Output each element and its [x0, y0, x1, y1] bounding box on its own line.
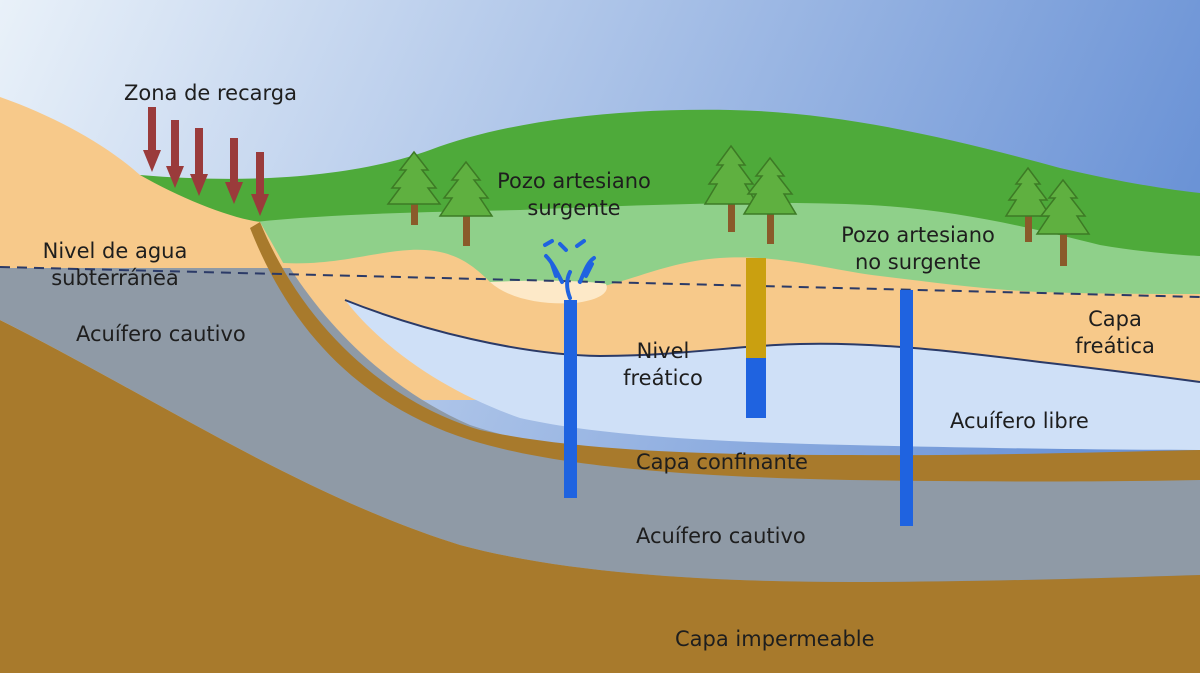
unconfined-aquifer-text: Acuífero libre: [950, 409, 1089, 433]
recharge-zone-label: Zona de recarga: [124, 80, 297, 107]
phreatic-layer-line1: Capa: [1088, 307, 1142, 331]
light-grass-band: [255, 202, 1200, 300]
flowing-well-label: Pozo artesiano surgente: [486, 168, 662, 222]
confining-layer-label: Capa confinante: [636, 449, 808, 476]
recharge-arrow: [166, 120, 184, 188]
confined-aquifer-bottom-text: Acuífero cautivo: [636, 524, 806, 548]
recharge-arrows: [143, 107, 269, 216]
flowing-well-line2: surgente: [527, 196, 621, 220]
confined-aquifer-bottom-label: Acuífero cautivo: [636, 523, 806, 550]
tree: [386, 150, 442, 225]
impermeable-layer-label: Capa impermeable: [675, 626, 875, 653]
non-flowing-well-line1: Pozo artesiano: [841, 223, 995, 247]
impermeable-layer: [0, 320, 1200, 673]
groundwater-level-dashed-line: [0, 266, 1200, 298]
recharge-zone-text: Zona de recarga: [124, 81, 297, 105]
tree: [1035, 178, 1091, 266]
confined-aquifer-left-text: Acuífero cautivo: [76, 322, 246, 346]
non-flowing-artesian-well: [900, 290, 913, 526]
well-water-column: [746, 358, 766, 418]
recharge-arrow: [251, 152, 269, 216]
phreatic-layer-line2: freática: [1075, 334, 1155, 358]
recharge-arrow: [143, 107, 161, 172]
water-spray: [543, 239, 596, 300]
recharge-arrow: [190, 128, 208, 196]
phreatic-level-label: Nivel freático: [606, 338, 720, 392]
non-flowing-well-line2: no surgente: [854, 250, 982, 274]
unconfined-aquifer-label: Acuífero libre: [950, 408, 1089, 435]
tree: [703, 144, 759, 232]
groundwater-level-label: Nivel de agua subterránea: [30, 238, 200, 292]
tree: [1004, 166, 1052, 242]
tree: [742, 156, 798, 244]
well-casing-gold: [746, 258, 766, 358]
phreatic-layer-label: Capa freática: [1062, 306, 1168, 360]
phreatic-level-line: [344, 299, 1200, 383]
groundwater-level-line1: Nivel de agua: [42, 239, 188, 263]
unconfined-aquifer-blue: [345, 300, 1200, 450]
flowing-well-line1: Pozo artesiano: [497, 169, 651, 193]
tree: [438, 160, 494, 246]
recharge-slope-sand: [0, 97, 290, 275]
confining-layer-text: Capa confinante: [636, 450, 808, 474]
recharge-arrow: [225, 138, 243, 204]
confining-layer: [250, 222, 1200, 482]
flowing-artesian-well: [564, 300, 577, 498]
impermeable-layer-text: Capa impermeable: [675, 627, 875, 651]
phreatic-level-line2: freático: [623, 366, 703, 390]
confined-aquifer-left-label: Acuífero cautivo: [76, 321, 246, 348]
non-flowing-well-label: Pozo artesiano no surgente: [825, 222, 1011, 276]
phreatic-level-line1: Nivel: [636, 339, 690, 363]
groundwater-level-line2: subterránea: [51, 266, 179, 290]
pale-sand-patch: [490, 280, 607, 304]
